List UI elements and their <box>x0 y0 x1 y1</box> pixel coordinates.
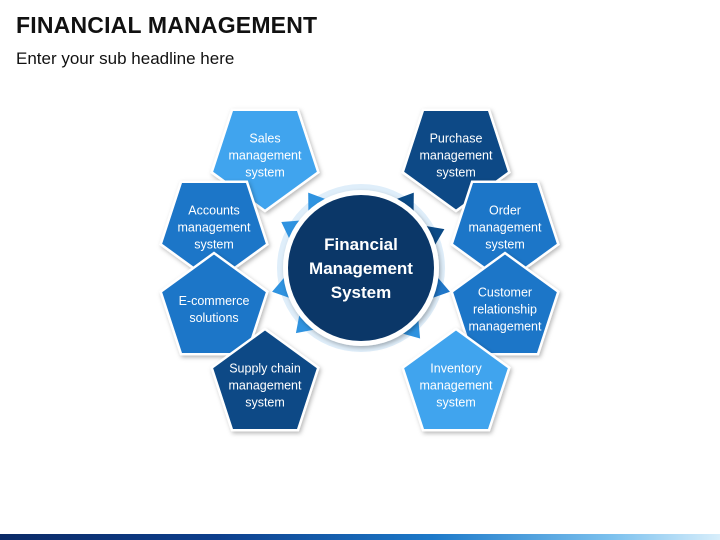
node-label-line: system <box>436 166 476 180</box>
node-order: Order management system <box>450 180 560 285</box>
page-subtitle: Enter your sub headline here <box>16 49 235 68</box>
node-customer: Customer relationship management <box>450 251 560 356</box>
node-label-line: E-commerce <box>179 294 250 308</box>
node-label-line: Accounts <box>188 204 239 218</box>
hub-label-line: Financial <box>324 235 398 254</box>
hub-label-line: System <box>331 283 391 302</box>
node-label-line: management <box>469 221 542 235</box>
node-label-line: system <box>245 396 285 410</box>
node-label-line: Order <box>489 204 521 218</box>
connector-arrow-4 <box>295 314 315 334</box>
node-label-line: management <box>229 149 302 163</box>
node-label-line: management <box>178 221 251 235</box>
node-label-line: Customer <box>478 286 532 300</box>
node-ecommerce: E-commerce solutions <box>159 251 269 356</box>
node-inventory: Inventory management system <box>401 327 511 432</box>
node-label-line: Inventory <box>430 362 482 376</box>
node-pentagon <box>401 327 511 432</box>
node-label-line: management <box>420 379 493 393</box>
node-label-line: relationship <box>473 303 537 317</box>
node-label-line: management <box>229 379 302 393</box>
node-label-line: system <box>245 166 285 180</box>
node-label-line: management <box>469 320 542 334</box>
node-label-line: Sales <box>249 132 280 146</box>
node-group: SalesmanagementsystemAccountsmanagements… <box>159 108 560 432</box>
node-label-line: system <box>485 238 525 252</box>
node-label-line: system <box>436 396 476 410</box>
node-label-line: system <box>194 238 234 252</box>
node-label-line: management <box>420 149 493 163</box>
page-title: FINANCIAL MANAGEMENT <box>16 12 318 38</box>
bottom-gradient-bar <box>0 534 720 540</box>
node-pentagon <box>210 327 320 432</box>
hub-label-line: Management <box>309 259 413 278</box>
node-supply-chain: Supply chain management system <box>210 327 320 432</box>
node-label-line: solutions <box>189 311 238 325</box>
hub-circle <box>288 195 434 341</box>
node-accounts: Accounts management system <box>159 180 269 285</box>
connector-arrow-8 <box>401 319 421 339</box>
node-label-line: Purchase <box>430 132 483 146</box>
node-label-line: Supply chain <box>229 362 301 376</box>
connector-arrow-6 <box>425 225 445 246</box>
